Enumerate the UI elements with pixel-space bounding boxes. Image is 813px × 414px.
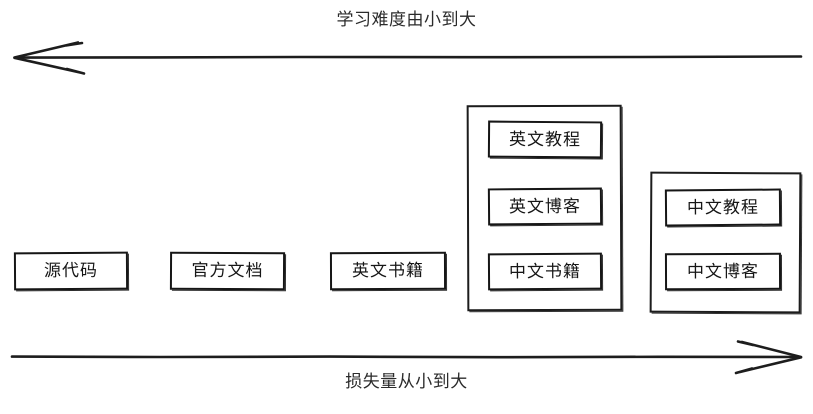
difficulty-axis-arrow <box>13 41 803 75</box>
node-english-tutorial[interactable]: 英文教程 <box>487 120 603 159</box>
information-loss-axis-arrow <box>10 340 803 375</box>
node-chinese-blog[interactable]: 中文博客 <box>664 252 782 291</box>
node-official-docs[interactable]: 官方文档 <box>169 251 286 291</box>
node-chinese-tutorial[interactable]: 中文教程 <box>664 188 782 227</box>
node-english-books[interactable]: 英文书籍 <box>329 251 447 291</box>
difficulty-axis-label: 学习难度由小到大 <box>336 10 477 30</box>
node-source-code[interactable]: 源代码 <box>13 251 129 291</box>
information-loss-axis-label: 损失量从小到大 <box>345 372 468 392</box>
node-english-blog[interactable]: 英文博客 <box>487 187 603 226</box>
node-chinese-books[interactable]: 中文书籍 <box>487 252 603 291</box>
